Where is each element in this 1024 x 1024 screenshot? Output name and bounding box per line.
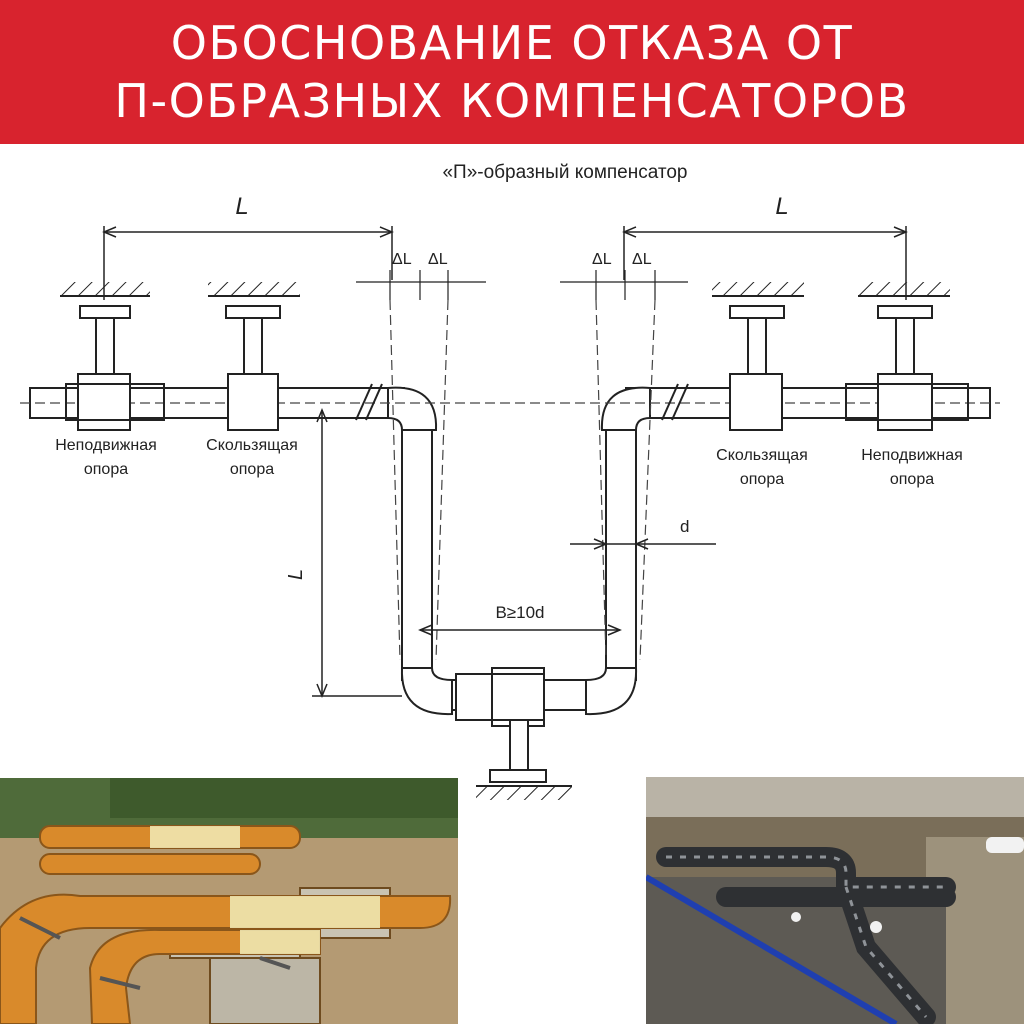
- right-delta-l-2: ΔL: [632, 251, 652, 268]
- photo-illustration-left: [0, 778, 458, 1024]
- height-dimension: [312, 408, 402, 698]
- width-label: B≥10d: [495, 603, 544, 622]
- left-sliding-support: [208, 282, 300, 431]
- photo-illustration-right: [646, 777, 1024, 1024]
- left-delta-marks: [356, 270, 486, 300]
- diameter-label: d: [680, 517, 689, 536]
- break-marks: [355, 383, 689, 421]
- left-delta-l-2: ΔL: [428, 251, 448, 268]
- u-compensator-diagram: «П»-образный компенсатор L L ΔL ΔL ΔL ΔL: [20, 162, 1000, 800]
- title-line-2: П-ОБРАЗНЫХ КОМПЕНСАТОРОВ: [114, 74, 910, 128]
- width-dimension: [418, 624, 622, 636]
- right-fixed-support: [845, 282, 969, 431]
- insulated-pipes-trench-photo: [646, 777, 1024, 1024]
- height-label: L: [285, 569, 307, 580]
- diameter-dimension: [570, 538, 716, 550]
- right-delta-l-1: ΔL: [592, 251, 612, 268]
- pipe-run: [29, 387, 991, 711]
- bottom-support: [455, 667, 572, 800]
- left-delta-l-1: ΔL: [392, 251, 412, 268]
- left-fixed-support: [60, 282, 165, 431]
- title-banner: ОБОСНОВАНИЕ ОТКАЗА ОТ П-ОБРАЗНЫХ КОМПЕНС…: [0, 0, 1024, 144]
- right-delta-marks: [560, 270, 688, 300]
- right-sliding-support: [712, 282, 804, 431]
- right-length-label: L: [775, 193, 788, 220]
- diagram-title: «П»-образный компенсатор: [442, 162, 687, 183]
- insulated-pipes-above-ground-photo: [0, 778, 458, 1024]
- left-length-label: L: [235, 193, 248, 220]
- title-line-1: ОБОСНОВАНИЕ ОТКАЗА ОТ: [170, 16, 854, 70]
- deflection-lines: [20, 299, 1000, 661]
- pipe-elbows: [387, 386, 651, 716]
